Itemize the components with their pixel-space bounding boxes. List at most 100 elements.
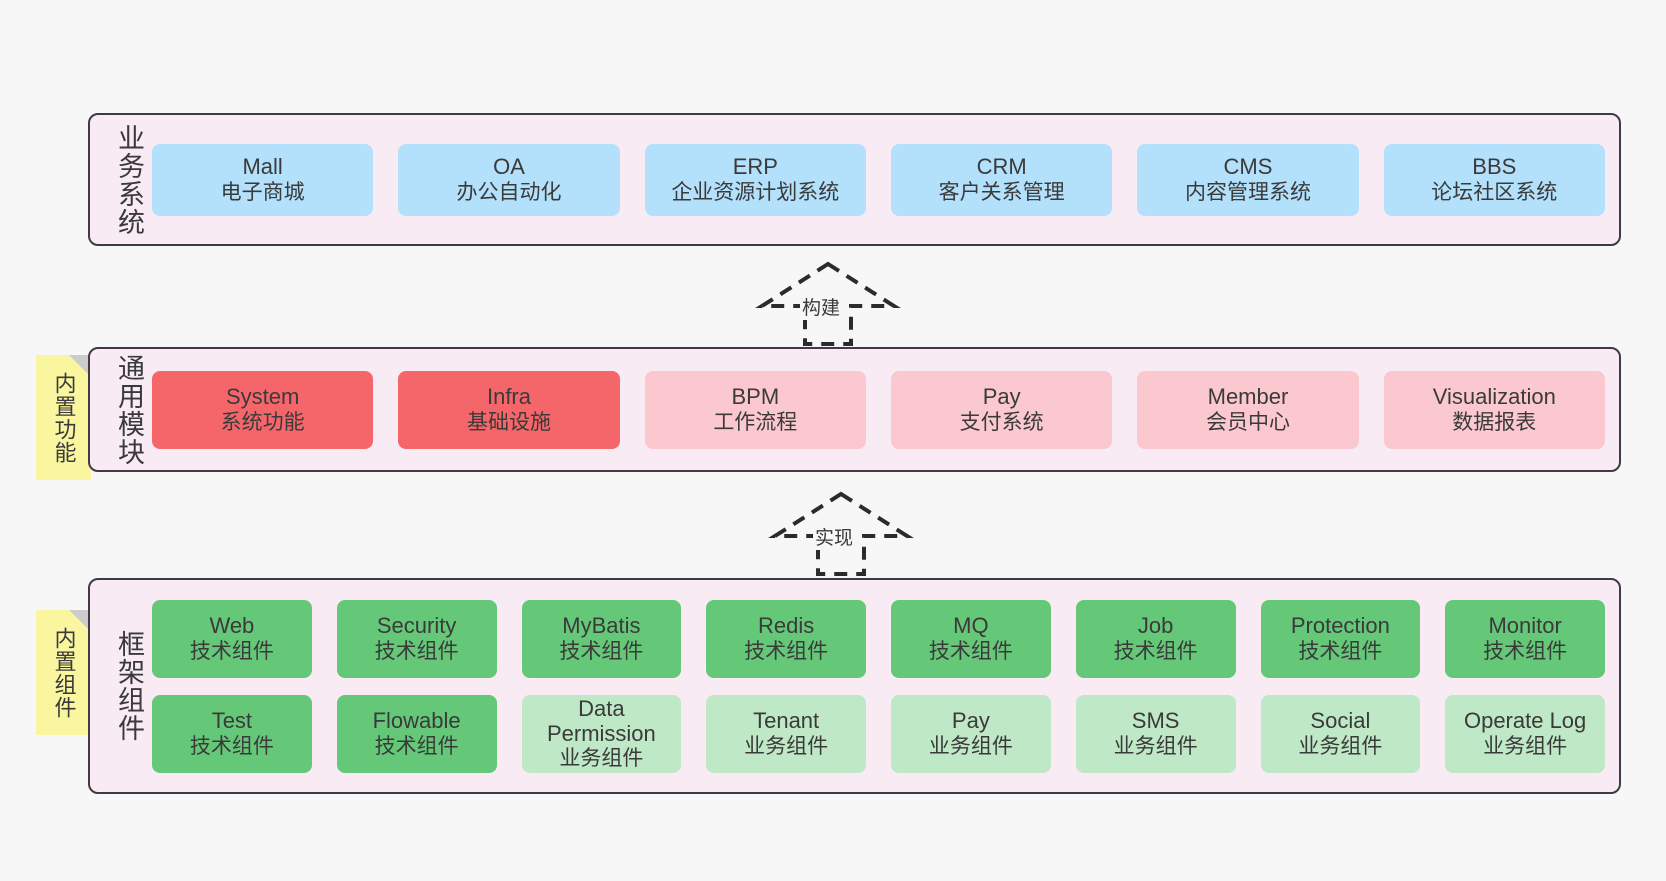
card-subtitle: 技术组件 [928, 640, 1013, 663]
card-title: Monitor [1488, 613, 1562, 638]
card-title: Test [211, 708, 253, 733]
sticky-note-text: 内置功能 [51, 371, 77, 464]
card-mall[interactable]: Mall 电子商城 [152, 143, 374, 216]
card-title: MQ [953, 613, 989, 638]
card-subtitle: 办公自动化 [456, 181, 562, 204]
card-subtitle: 工作流程 [713, 411, 798, 434]
card-title: SMS [1131, 708, 1180, 733]
card-security[interactable]: Security 技术组件 [336, 599, 497, 678]
card-social[interactable]: Social 业务组件 [1260, 694, 1421, 773]
card-cms[interactable]: CMS 内容管理系统 [1137, 143, 1359, 216]
card-oa[interactable]: OA 办公自动化 [398, 143, 620, 216]
card-title: Redis [758, 613, 815, 638]
card-mq[interactable]: MQ 技术组件 [891, 599, 1051, 678]
card-subtitle: 基础设施 [466, 411, 551, 434]
card-subtitle: 支付系统 [959, 411, 1044, 434]
layer-common-modules: 通用模块 System 系统功能 Infra 基础设施 BPM 工作流程 Pay… [88, 347, 1621, 472]
layer-body-business-systems: Mall 电子商城 OA 办公自动化 ERP 企业资源计划系统 CRM 客户关系… [148, 115, 1619, 244]
card-title: Web [209, 613, 255, 638]
card-data-permission[interactable]: Data Permission 业务组件 [521, 694, 682, 773]
card-subtitle: 系统功能 [220, 411, 305, 434]
card-crm[interactable]: CRM 客户关系管理 [890, 143, 1113, 216]
card-subtitle: 技术组件 [744, 640, 829, 663]
sticky-note-text: 内置组件 [51, 626, 77, 719]
card-subtitle: 业务组件 [1113, 735, 1198, 758]
card-subtitle: 论坛社区系统 [1431, 181, 1558, 204]
card-subtitle: 技术组件 [1298, 640, 1383, 663]
card-bbs[interactable]: BBS 论坛社区系统 [1383, 143, 1605, 216]
card-title: Flowable [372, 708, 461, 733]
connector-build-label: 构建 [800, 298, 843, 320]
card-sms[interactable]: SMS 业务组件 [1075, 694, 1236, 773]
card-subtitle: 业务组件 [928, 735, 1013, 758]
card-pay-component[interactable]: Pay 业务组件 [891, 694, 1051, 773]
card-title: Pay [982, 384, 1021, 409]
card-monitor[interactable]: Monitor 技术组件 [1445, 599, 1605, 678]
card-subtitle: 电子商城 [220, 181, 305, 204]
card-subtitle: 业务组件 [559, 746, 644, 770]
card-erp[interactable]: ERP 企业资源计划系统 [644, 143, 866, 216]
layer-business-systems: 业务系统 Mall 电子商城 OA 办公自动化 ERP 企业资源计划系统 CRM… [88, 113, 1621, 246]
card-subtitle: 业务组件 [1483, 735, 1568, 758]
card-title: Data Permission [546, 695, 656, 746]
card-title: Visualization [1432, 384, 1556, 409]
card-infra[interactable]: Infra 基础设施 [398, 370, 620, 449]
card-title: OA [493, 154, 525, 179]
card-title: CMS [1223, 154, 1273, 179]
card-pay-module[interactable]: Pay 支付系统 [890, 370, 1113, 449]
layer-framework-components: 框架组件 Web 技术组件 Security 技术组件 MyBatis 技术组件… [88, 578, 1621, 794]
layer-body-common-modules: System 系统功能 Infra 基础设施 BPM 工作流程 Pay 支付系统… [148, 349, 1619, 470]
connector-build: 构建 [753, 258, 903, 348]
card-subtitle: 技术组件 [374, 640, 459, 663]
card-title: Social [1310, 708, 1371, 733]
card-visualization[interactable]: Visualization 数据报表 [1383, 370, 1605, 449]
connector-implement: 实现 [766, 488, 916, 578]
card-row: Test 技术组件 Flowable 技术组件 Data Permission … [152, 694, 1605, 773]
sticky-note-builtin-components: 内置组件 [36, 610, 91, 735]
card-title: BPM [731, 384, 780, 409]
card-subtitle: 会员中心 [1205, 411, 1290, 434]
card-system[interactable]: System 系统功能 [152, 370, 374, 449]
card-job[interactable]: Job 技术组件 [1075, 599, 1236, 678]
card-subtitle: 内容管理系统 [1184, 181, 1311, 204]
card-tenant[interactable]: Tenant 业务组件 [706, 694, 866, 773]
card-flowable[interactable]: Flowable 技术组件 [336, 694, 497, 773]
card-subtitle: 业务组件 [744, 735, 829, 758]
card-title: Operate Log [1463, 708, 1587, 733]
card-test[interactable]: Test 技术组件 [152, 694, 312, 773]
connector-implement-label: 实现 [813, 528, 856, 550]
card-row: Mall 电子商城 OA 办公自动化 ERP 企业资源计划系统 CRM 客户关系… [152, 143, 1605, 216]
sticky-note-builtin-features: 内置功能 [36, 355, 91, 480]
card-row: Web 技术组件 Security 技术组件 MyBatis 技术组件 Redi… [152, 599, 1605, 678]
card-title: System [225, 384, 300, 409]
card-subtitle: 技术组件 [374, 735, 459, 758]
card-subtitle: 企业资源计划系统 [671, 181, 840, 204]
folded-corner-icon [69, 610, 91, 632]
card-mybatis[interactable]: MyBatis 技术组件 [521, 599, 682, 678]
card-redis[interactable]: Redis 技术组件 [706, 599, 866, 678]
card-title: ERP [732, 154, 778, 179]
card-subtitle: 客户关系管理 [938, 181, 1065, 204]
connector-implement-arrow [768, 491, 914, 576]
card-subtitle: 技术组件 [189, 640, 274, 663]
card-bpm[interactable]: BPM 工作流程 [644, 370, 866, 449]
card-title: Infra [486, 384, 531, 409]
card-operate-log[interactable]: Operate Log 业务组件 [1445, 694, 1605, 773]
card-member[interactable]: Member 会员中心 [1137, 370, 1359, 449]
card-subtitle: 技术组件 [559, 640, 644, 663]
card-title: Security [376, 613, 457, 638]
card-title: Job [1137, 613, 1174, 638]
card-subtitle: 技术组件 [1483, 640, 1568, 663]
card-web[interactable]: Web 技术组件 [152, 599, 312, 678]
card-row: System 系统功能 Infra 基础设施 BPM 工作流程 Pay 支付系统… [152, 370, 1605, 449]
card-title: Tenant [753, 708, 820, 733]
card-protection[interactable]: Protection 技术组件 [1260, 599, 1421, 678]
card-subtitle: 数据报表 [1452, 411, 1537, 434]
card-title: BBS [1472, 154, 1517, 179]
card-title: Member [1207, 384, 1289, 409]
connector-build-arrow [755, 261, 901, 346]
card-title: CRM [976, 154, 1027, 179]
layer-title-framework-components: 框架组件 [114, 630, 144, 742]
layer-title-common-modules: 通用模块 [114, 353, 144, 466]
